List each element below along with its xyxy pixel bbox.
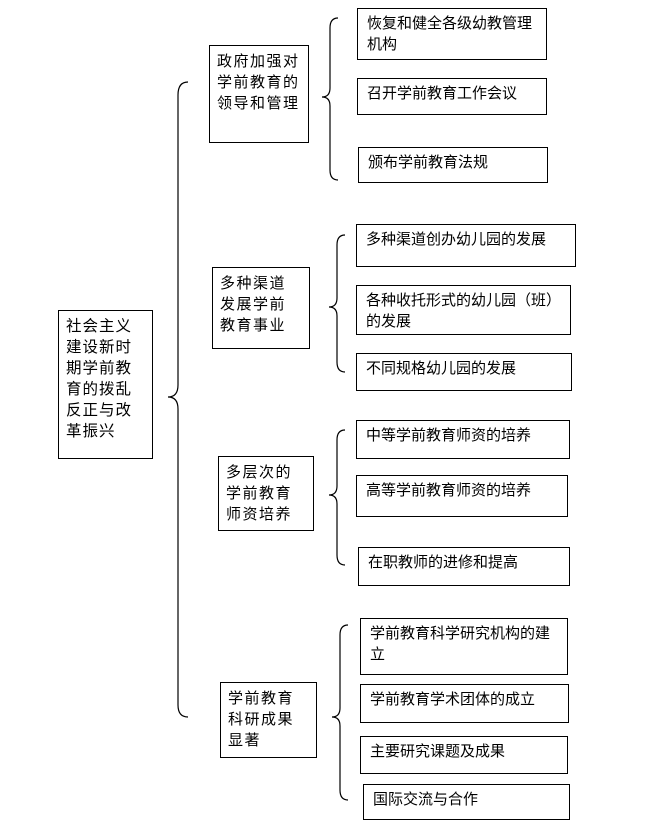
leaf-label: 不同规格幼儿园的发展 xyxy=(366,359,517,377)
branch-label: 多种渠道发展学前教育事业 xyxy=(220,274,287,334)
branch-label: 学前教育科研成果显著 xyxy=(228,689,295,749)
leaf-node: 学前教育科学研究机构的建立 xyxy=(360,618,568,675)
branch-label: 政府加强对学前教育的领导和管理 xyxy=(217,52,300,112)
leaf-node: 在职教师的进修和提高 xyxy=(358,547,570,586)
leaf-label: 高等学前教育师资的培养 xyxy=(366,481,532,499)
leaf-label: 在职教师的进修和提高 xyxy=(368,553,519,571)
leaf-node: 国际交流与合作 xyxy=(363,784,570,820)
leaf-node: 学前教育学术团体的成立 xyxy=(360,684,569,723)
leaf-label: 召开学前教育工作会议 xyxy=(367,84,518,102)
root-node: 社会主义建设新时期学前教育的拨乱反正与改革振兴 xyxy=(58,310,153,459)
leaf-node: 高等学前教育师资的培养 xyxy=(356,475,568,517)
leaf-label: 主要研究课题及成果 xyxy=(370,742,506,760)
leaf-label: 颁布学前教育法规 xyxy=(368,153,489,171)
leaf-node: 召开学前教育工作会议 xyxy=(357,78,547,115)
branch-node-government: 政府加强对学前教育的领导和管理 xyxy=(209,45,309,143)
leaf-node: 中等学前教育师资的培养 xyxy=(356,420,570,459)
leaf-label: 学前教育科学研究机构的建立 xyxy=(370,624,551,663)
branch-label: 多层次的学前教育师资培养 xyxy=(226,463,293,523)
leaf-node: 颁布学前教育法规 xyxy=(358,147,548,183)
leaf-node: 多种渠道创办幼儿园的发展 xyxy=(356,224,576,267)
leaf-node: 不同规格幼儿园的发展 xyxy=(356,353,572,391)
leaf-label: 恢复和健全各级幼教管理机构 xyxy=(367,14,533,53)
leaf-label: 多种渠道创办幼儿园的发展 xyxy=(366,230,547,248)
root-label: 社会主义建设新时期学前教育的拨乱反正与改革振兴 xyxy=(66,317,133,440)
leaf-label: 国际交流与合作 xyxy=(373,790,479,808)
branch-node-channels: 多种渠道发展学前教育事业 xyxy=(212,267,310,349)
branch-node-research: 学前教育科研成果显著 xyxy=(220,682,317,758)
leaf-node: 各种收托形式的幼儿园（班）的发展 xyxy=(356,285,571,335)
branch-node-teachers: 多层次的学前教育师资培养 xyxy=(218,456,314,531)
leaf-node: 恢复和健全各级幼教管理机构 xyxy=(357,8,547,60)
leaf-label: 各种收托形式的幼儿园（班）的发展 xyxy=(366,291,562,330)
leaf-node: 主要研究课题及成果 xyxy=(360,736,568,774)
leaf-label: 中等学前教育师资的培养 xyxy=(366,426,532,444)
leaf-label: 学前教育学术团体的成立 xyxy=(370,690,536,708)
